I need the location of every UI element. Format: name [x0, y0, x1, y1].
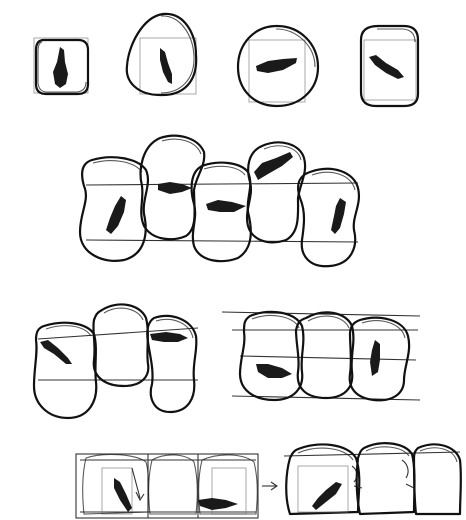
row2-cell-4 [247, 142, 305, 242]
nucleus [312, 482, 342, 510]
nucleus [254, 152, 293, 180]
row3r-cell-2 [296, 312, 353, 398]
nucleus [206, 200, 246, 212]
nucleus [53, 47, 68, 88]
nucleus [370, 340, 380, 376]
nucleus [160, 48, 172, 84]
single-cell-round [238, 26, 318, 106]
nucleus [40, 340, 72, 364]
nucleus [331, 198, 346, 234]
nucleus [114, 478, 132, 512]
single-cell-rect [34, 38, 88, 94]
row2-cell-1 [80, 157, 148, 261]
nucleus [256, 364, 292, 378]
nucleus [369, 55, 404, 79]
row3-cell-3 [147, 316, 196, 412]
row2-cell-3 [192, 163, 251, 261]
row4-cell-2 [149, 455, 198, 514]
nucleus [256, 58, 297, 73]
row-three-cells-left [34, 304, 198, 418]
row4-cell-1 [83, 455, 149, 514]
row-five-cells [80, 136, 359, 267]
nucleus [106, 196, 126, 234]
nucleus [150, 332, 188, 342]
single-cell-oval-tall [127, 14, 196, 95]
transition-arrow [262, 482, 277, 490]
row-three-cells-right [222, 312, 420, 400]
row-boxed-cells [76, 454, 258, 518]
nucleus [198, 498, 238, 510]
row4-cell-3 [198, 455, 257, 514]
row-rounded-cells [284, 443, 461, 514]
row-single-cells [34, 14, 418, 106]
row4r-cell-3 [414, 444, 461, 514]
single-cell-capsule [361, 26, 418, 106]
row3-cell-2 [93, 304, 148, 386]
